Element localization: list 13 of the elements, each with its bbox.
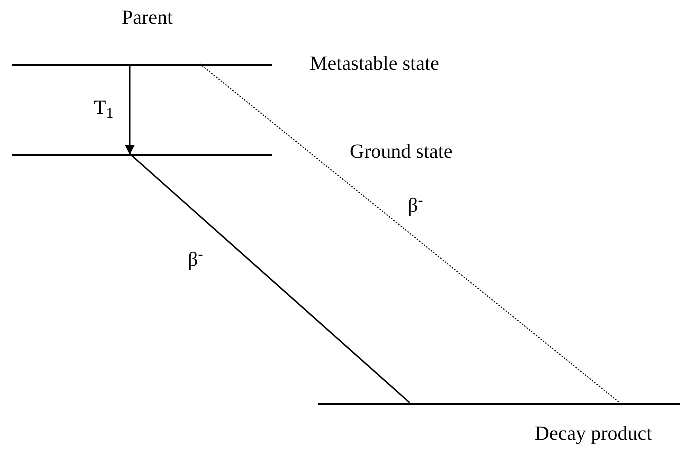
level-label: Decay product	[535, 424, 652, 444]
energy-level-line	[318, 403, 680, 404]
energy-level-line	[12, 64, 272, 66]
state-label: Parent	[122, 8, 174, 28]
level-label: Metastable state	[310, 54, 440, 74]
arrow	[125, 64, 135, 155]
energy-level-line	[12, 154, 272, 156]
edge-label: T$_{1}$	[94, 98, 114, 118]
edge-label: β$^{-}$	[188, 250, 204, 270]
connector-line	[200, 64, 620, 404]
edge-label: β$^{-}$	[408, 196, 424, 216]
level-label: Ground state	[350, 142, 453, 162]
connector-line	[130, 153, 410, 404]
